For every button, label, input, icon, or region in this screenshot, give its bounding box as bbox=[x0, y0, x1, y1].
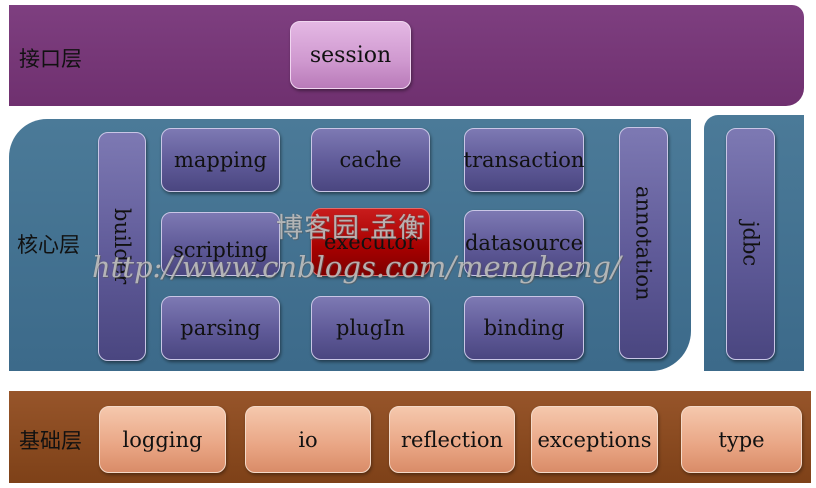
jdbc-panel: jdbc bbox=[704, 115, 804, 371]
exceptions-box: exceptions bbox=[531, 406, 658, 473]
session-box: session bbox=[290, 21, 411, 89]
parsing-box: parsing bbox=[161, 296, 280, 360]
type-box: type bbox=[681, 406, 802, 473]
io-box: io bbox=[245, 406, 371, 473]
reflection-box: reflection bbox=[389, 406, 515, 473]
plugin-box: plugIn bbox=[311, 296, 430, 360]
base-layer-label: 基础层 bbox=[19, 429, 82, 453]
scripting-box: scripting bbox=[161, 212, 280, 276]
logging-box: logging bbox=[99, 406, 226, 473]
annotation-box: annotation bbox=[619, 127, 668, 359]
datasource-box: datasource bbox=[464, 210, 584, 276]
core-layer-label: 核心层 bbox=[17, 233, 80, 257]
builder-box: builder bbox=[98, 132, 146, 361]
base-layer: 基础层 logging io reflection exceptions typ… bbox=[9, 391, 811, 483]
core-layer: 核心层 builder mapping cache transaction sc… bbox=[9, 119, 691, 371]
interface-layer: 接口层 session bbox=[9, 5, 804, 106]
binding-box: binding bbox=[464, 296, 584, 360]
interface-layer-label: 接口层 bbox=[19, 47, 82, 71]
mapping-box: mapping bbox=[161, 128, 280, 192]
cache-box: cache bbox=[311, 128, 430, 192]
executor-box: executor bbox=[311, 208, 430, 276]
transaction-box: transaction bbox=[464, 128, 584, 192]
jdbc-box: jdbc bbox=[726, 128, 775, 360]
